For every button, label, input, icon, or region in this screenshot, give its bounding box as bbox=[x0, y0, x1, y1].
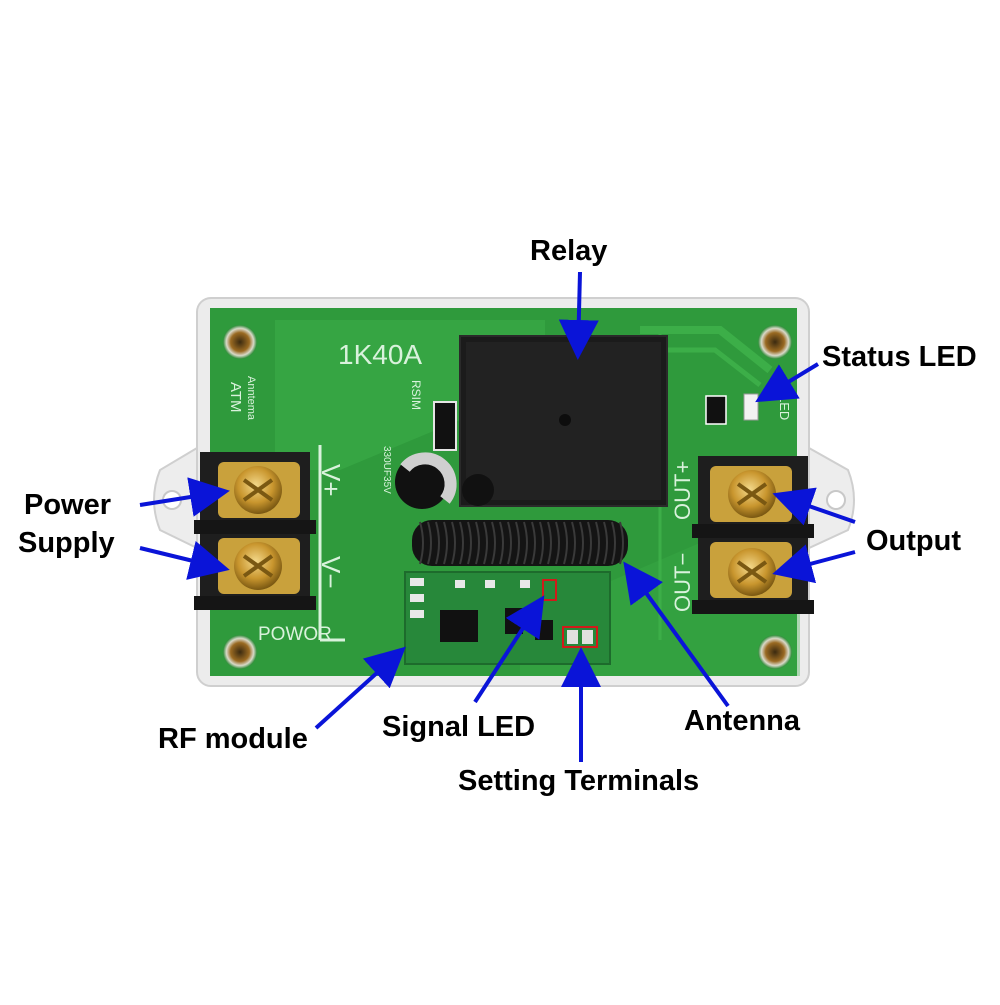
output-arrow-top bbox=[772, 487, 856, 526]
power-supply-arrow-top bbox=[139, 477, 230, 517]
status-led-component bbox=[705, 393, 759, 425]
rsim-resistor bbox=[433, 401, 457, 451]
signal-led-highlight bbox=[542, 579, 557, 601]
power-supply-label-line2: Supply bbox=[18, 527, 115, 559]
v-plus-marking: V+ bbox=[316, 464, 346, 497]
rsim-marking: RSIM bbox=[409, 380, 423, 410]
relay-component bbox=[459, 335, 668, 507]
power-supply-arrow-bottom bbox=[139, 540, 230, 580]
power-supply-label-line1: Power bbox=[24, 489, 112, 521]
output-arrow-bottom bbox=[772, 544, 856, 584]
silkscreen: 1K40A ATM Anntema RSIM 330UF35V V+ V− PO… bbox=[227, 339, 792, 645]
rf-module-arrow bbox=[314, 646, 406, 730]
brand-marking: ATM bbox=[227, 382, 244, 413]
brand-sub-marking: Anntema bbox=[245, 376, 257, 421]
rf-module-label: RF module bbox=[158, 723, 308, 755]
capacitor-marking: 330UF35V bbox=[381, 446, 392, 494]
electrolytic-capacitor bbox=[395, 452, 457, 509]
led-marking: LED bbox=[777, 395, 792, 420]
v-minus-marking: V− bbox=[316, 556, 346, 589]
output-label: Output bbox=[866, 525, 962, 557]
out-minus-marking: OUT− bbox=[670, 553, 695, 612]
status-led-arrow bbox=[755, 362, 820, 403]
setting-terminals-label: Setting Terminals bbox=[458, 765, 700, 797]
signal-led-label: Signal LED bbox=[382, 711, 536, 743]
relay-label: Relay bbox=[530, 235, 608, 267]
model-marking: 1K40A bbox=[338, 339, 422, 370]
mounting-holes bbox=[223, 325, 792, 669]
antenna-arrow bbox=[623, 561, 730, 708]
relay-arrow bbox=[558, 271, 599, 360]
power-terminal-block bbox=[194, 452, 316, 610]
output-terminal-block bbox=[692, 456, 814, 614]
out-plus-marking: OUT+ bbox=[670, 461, 695, 520]
power-marking: POWOR bbox=[258, 624, 332, 645]
antenna-coil bbox=[412, 520, 628, 566]
callout-arrows bbox=[139, 271, 856, 762]
signal-led-arrow bbox=[473, 595, 545, 704]
antenna-label: Antenna bbox=[684, 705, 800, 737]
status-led-label: Status LED bbox=[822, 341, 977, 373]
